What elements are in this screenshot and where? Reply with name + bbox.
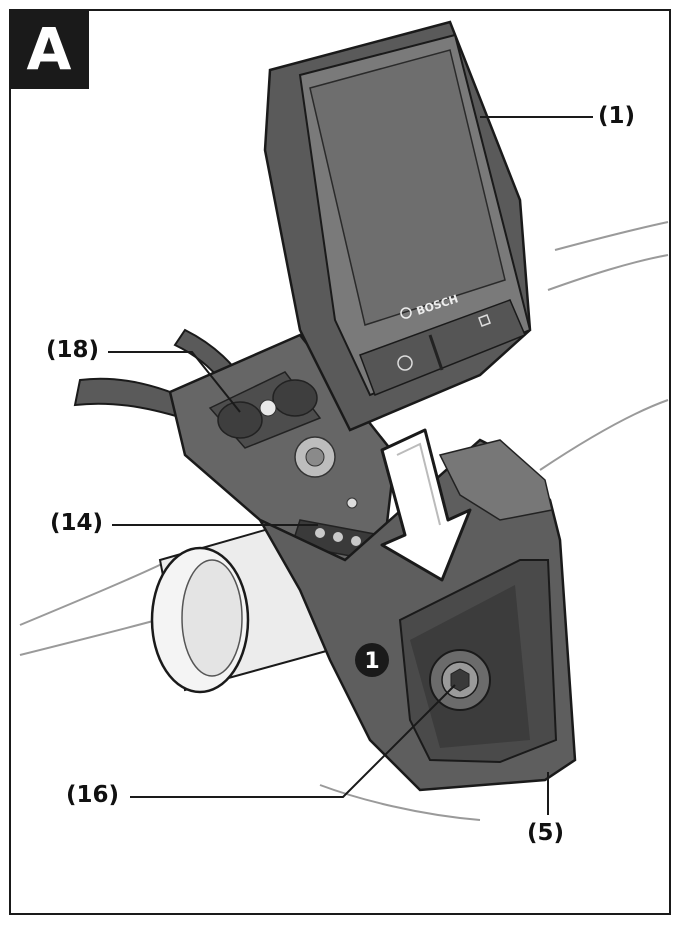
callout-holder: (5) <box>527 820 565 846</box>
leader-lines <box>108 116 593 815</box>
step-marker-number: 1 <box>364 649 379 674</box>
insert-direction-arrow-icon <box>380 428 472 582</box>
step-marker: 1 <box>355 643 389 677</box>
callout-contacts-side: (14) <box>50 510 104 536</box>
callout-contacts-top: (18) <box>46 337 100 363</box>
panel-label: A <box>9 9 89 89</box>
callout-display: (1) <box>598 103 636 129</box>
display-holder <box>256 438 577 792</box>
callout-screw: (16) <box>66 782 120 808</box>
display-unit: BOSCH <box>263 20 532 432</box>
